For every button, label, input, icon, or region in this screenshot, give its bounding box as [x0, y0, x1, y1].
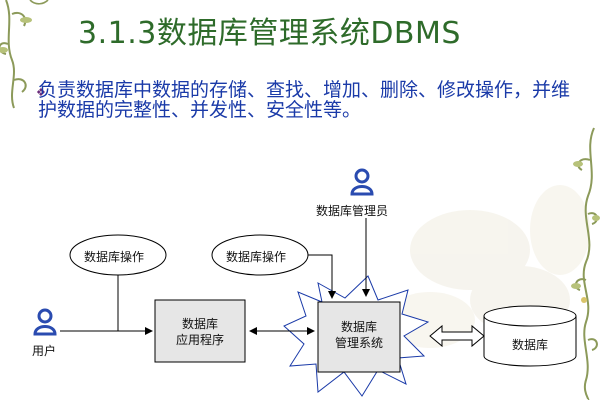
- database-cylinder-icon: [483, 305, 577, 367]
- db-op-2-connector: [308, 254, 336, 299]
- application-box: [154, 299, 246, 363]
- db-operation-label-2: 数据库操作: [226, 250, 287, 264]
- user-person-icon: [33, 308, 57, 336]
- dbms-label-line2: 管理系统: [334, 336, 383, 350]
- bullet-text: 负责数据库中数据的存储、查找、增加、删除、修改操作，并维护数据的完整性、并发性、…: [38, 79, 571, 121]
- dba-label: 数据库管理员: [316, 204, 389, 218]
- dbms-label-line1: 数据库: [340, 320, 377, 334]
- app-label-line1: 数据库: [181, 317, 218, 331]
- dbms-database-arrow: [429, 324, 485, 348]
- vine-decoration-icon: [0, 0, 32, 109]
- database-label: 数据库: [511, 338, 548, 352]
- vine-decoration-icon: [571, 127, 600, 400]
- user-label: 用户: [32, 344, 57, 358]
- db-operation-label-1: 数据库操作: [84, 250, 145, 264]
- slide-title: 3.1.3数据库管理系统DBMS: [78, 16, 461, 51]
- app-label-line2: 应用程序: [175, 333, 224, 347]
- dbms-box: [317, 301, 401, 373]
- dba-person-icon: [350, 168, 374, 196]
- top-flourish-icon: [29, 0, 49, 5]
- diamond-bullet-icon: ❖: [36, 86, 46, 99]
